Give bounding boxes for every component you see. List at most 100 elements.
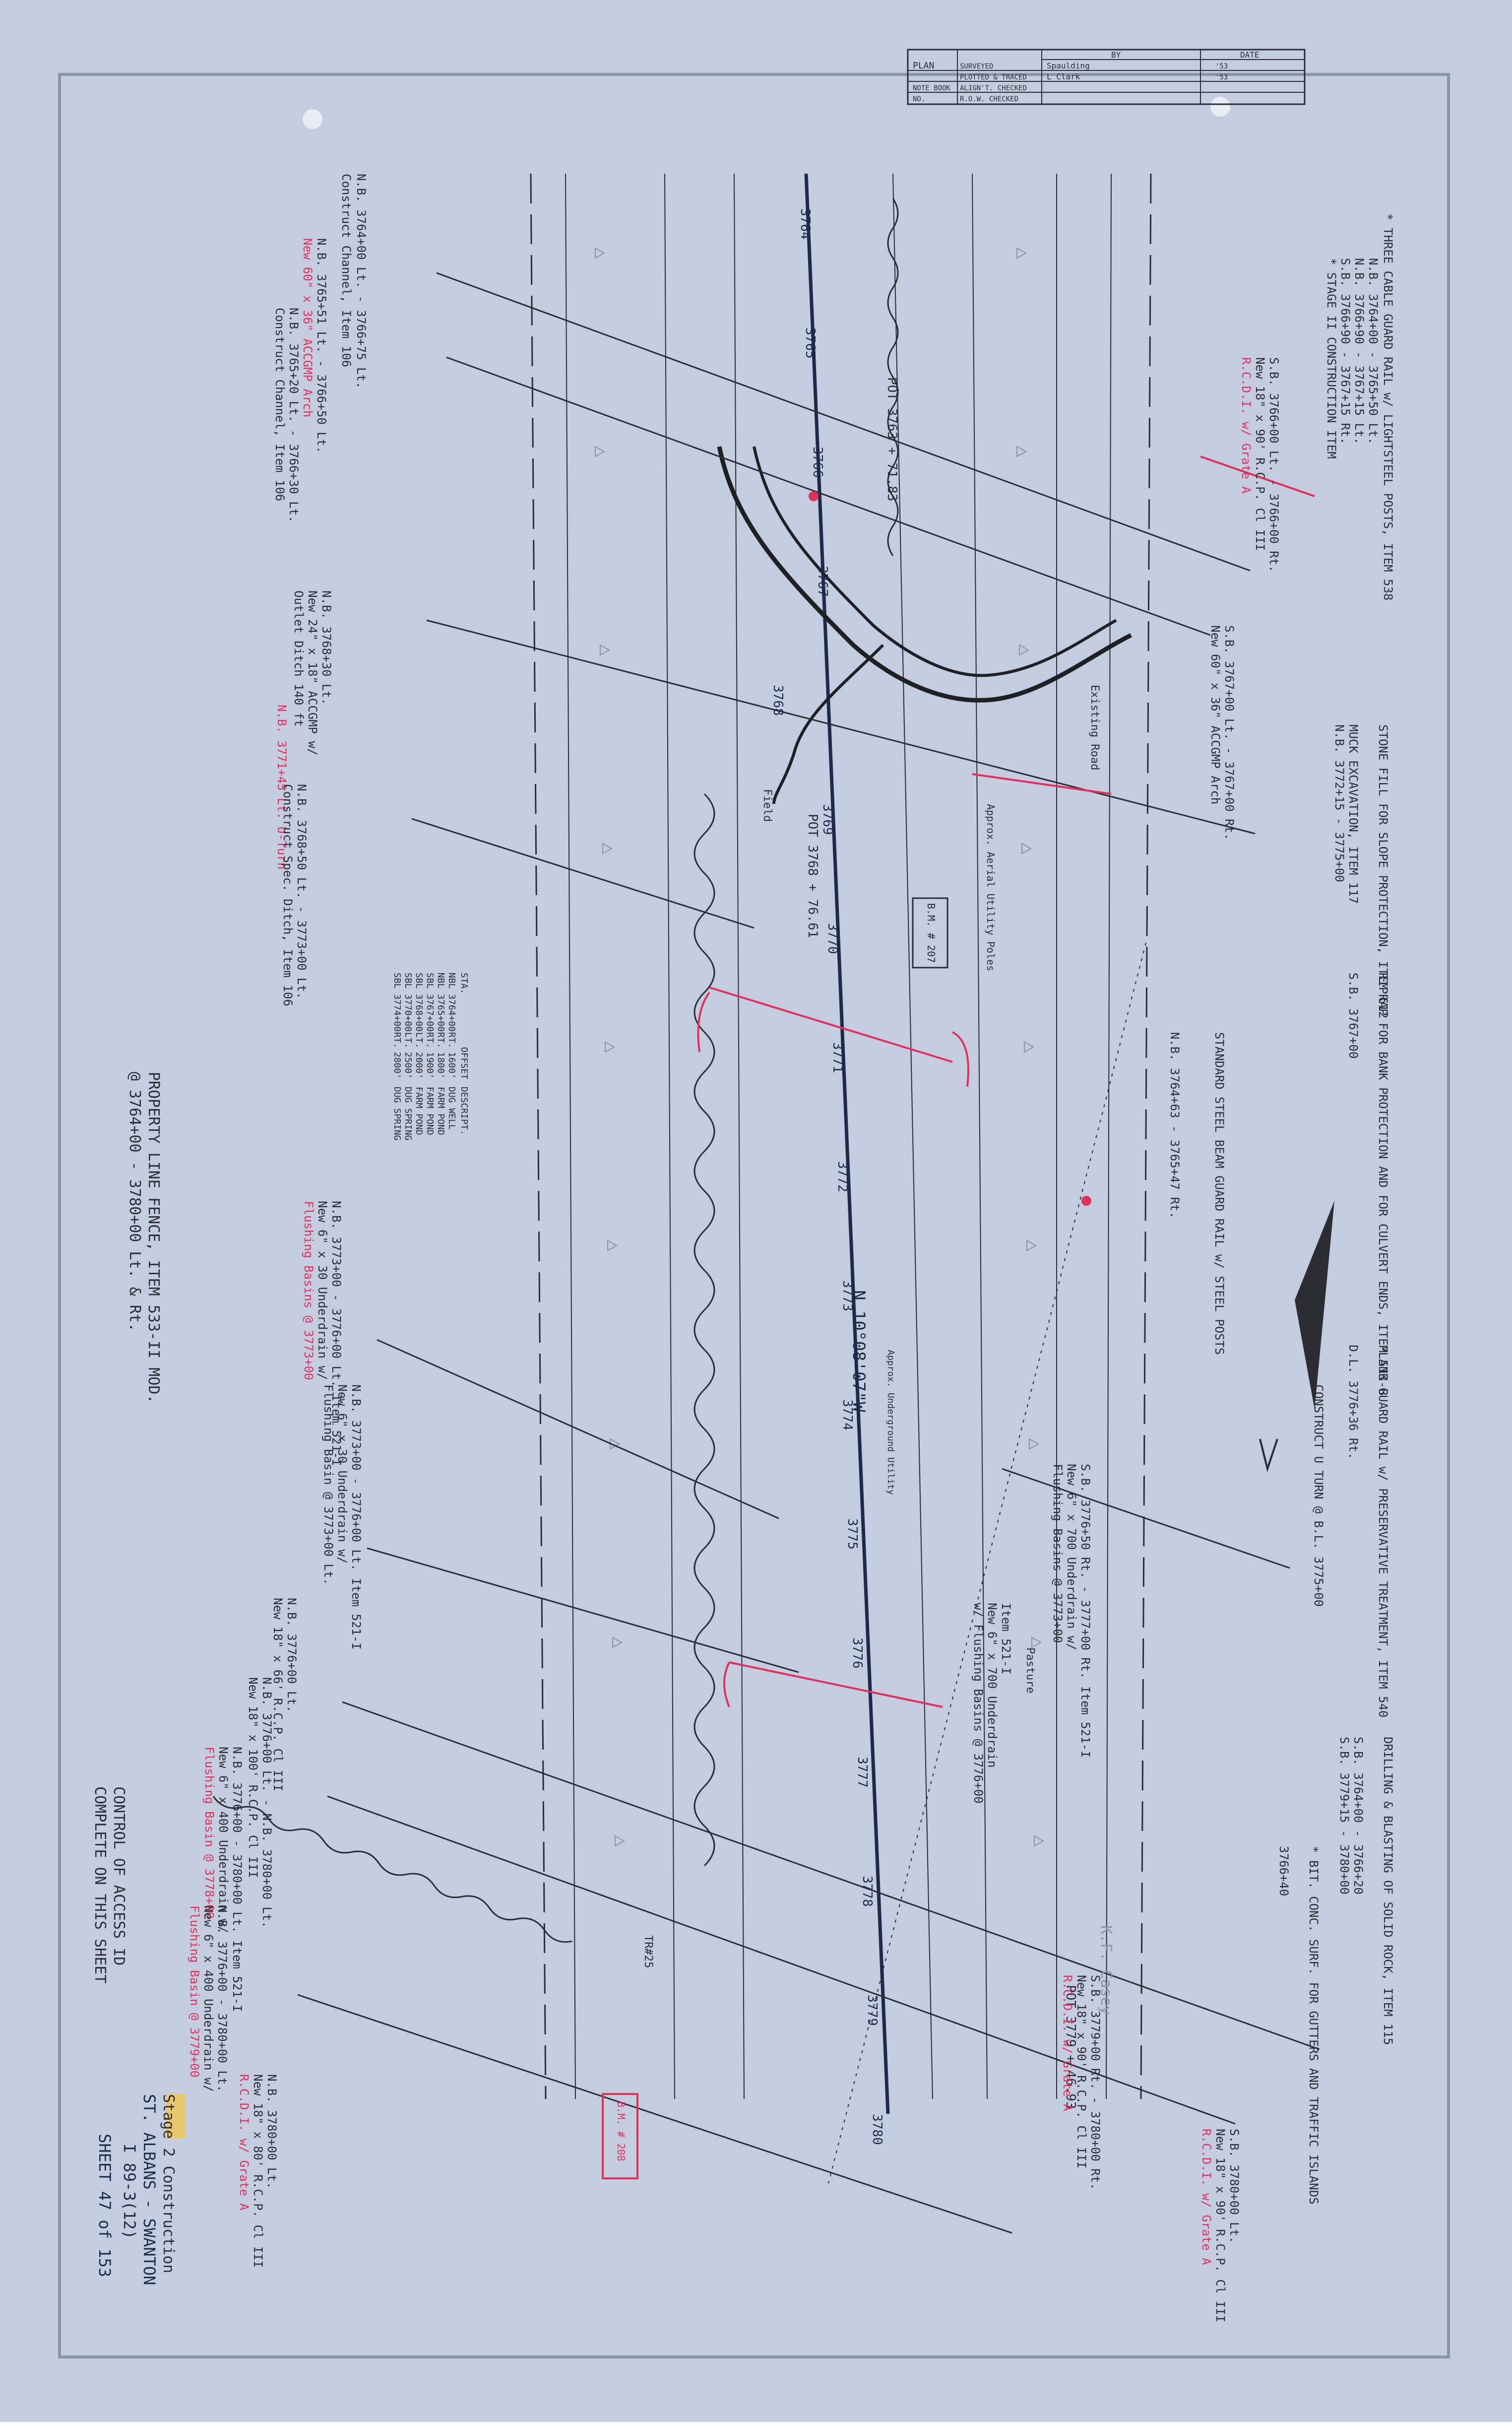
well-table-cell: 2000' <box>414 1052 424 1079</box>
well-table-cell: RT. <box>425 1032 435 1048</box>
note-line: New 6" x 700 Underdrain w/ <box>1065 1464 1078 1650</box>
control-note: CONTROL OF ACCESS ID <box>110 1786 127 1965</box>
existing-road <box>772 644 884 804</box>
bench-mark-label: B.M. # 207 <box>925 903 937 963</box>
well-table-cell: 2800' <box>392 1052 402 1079</box>
note-line: N.B. 3764+63 - 3765+47 Rt. <box>1168 1032 1182 1219</box>
note-line: CONSTRUCT U TURN @ B.L. 3775+00 <box>1312 1384 1325 1607</box>
area-label: Pasture <box>1024 1647 1036 1694</box>
owner-label: K.F. Casey <box>1097 1925 1115 2015</box>
station-label: 3769 <box>820 804 835 835</box>
note-line: New 60" x 36" ACCGMP Arch <box>1208 625 1222 804</box>
pot-label: POT 3768 + 76.61 <box>805 814 820 938</box>
well-table-header: DESCRIPT. <box>459 1087 469 1135</box>
title-block-cell: PLOTTED & TRACED <box>960 73 1027 81</box>
note-line: MUCK EXCAVATION, ITEM 117 <box>1346 724 1360 904</box>
note-line: N.B. 3776+00 Lt. - N.B. 3780+00 Lt. <box>260 1677 274 1928</box>
plan-body: 3764 3765 3766 3767 3768 3769 3770 3771 … <box>91 173 1395 2322</box>
note-line: R.C.D.I. w/ Grate A <box>1239 357 1253 494</box>
existing-road <box>753 446 1117 677</box>
note-line: D.L. 3776+36 Rt. <box>1346 1345 1360 1459</box>
title-block-cell: L Clark <box>1047 72 1080 81</box>
well-table-cell: 1900' <box>425 1052 435 1079</box>
tree-line-lower <box>212 1796 572 1943</box>
station-label: 3768 <box>770 685 785 716</box>
note-line: R.C.D.I. w/ Grate A <box>237 2074 251 2211</box>
title-block-cell: PLAN <box>913 61 934 71</box>
note-line: PLANK GUARD RAIL w/ PRESERVATIVE TREATME… <box>1376 1345 1390 1717</box>
survey-point <box>1081 1196 1091 1206</box>
area-label: TR#25 <box>642 1935 654 1968</box>
pot-label: POT 3763 + 71.83 <box>884 377 899 501</box>
property-note: @ 3764+00 - 3780+00 Lt. & Rt. <box>126 1072 143 1332</box>
well-table-cell: LT. <box>403 1032 413 1048</box>
note-line: S.B. 3764+00 - 3766+20 <box>1351 1737 1365 1895</box>
note-line: New 18" x 100' R.C.P. Cl III <box>246 1677 260 1878</box>
sheet-number: SHEET 47 of 153 <box>95 2134 114 2277</box>
station-label: 3770 <box>825 923 840 954</box>
note-line: S.B. 3780+00 Lt. <box>1227 2129 1241 2243</box>
note-line: N.B. 3764+00 - 3765+50 Lt. <box>1366 258 1380 445</box>
well-table-cell: NBL 3764+00 <box>446 973 457 1032</box>
station-label: 3778 <box>860 1876 875 1907</box>
well-table-cell: LT. <box>414 1032 424 1048</box>
note-line: N.B. 3776+00 Lt. <box>285 1598 299 1712</box>
well-table-cell: FARM POND <box>436 1087 446 1135</box>
note-line: N.B. 3772+15 - 3775+00 <box>1332 724 1346 882</box>
well-table-header: STA. <box>459 973 469 994</box>
edge-line <box>972 173 988 2099</box>
note-line: * BIT. CONC. SURF. FOR GUTTERS AND TRAFF… <box>1307 1846 1321 2204</box>
north-arrow-icon <box>1259 1201 1334 1473</box>
well-table-cell: NBL 3765+00 <box>436 973 446 1032</box>
note-line: S.B. 3779+00 Rt. - 3780+00 Rt. <box>1088 1975 1102 2190</box>
note-line: * STAGE II CONSTRUCTION ITEM <box>1324 258 1338 459</box>
edge-line <box>565 173 576 2099</box>
note-line: N.B. 3776+00 - 3780+00 Lt. <box>215 1905 229 2092</box>
title-block-cell: R.O.W. CHECKED <box>960 95 1018 103</box>
note-line: S.B. 3767+00 <box>1346 973 1360 1058</box>
note-line: New 6" x 30 Underdrain w/ <box>335 1384 349 1564</box>
bearing-label: N 10°08'07"W <box>849 1290 869 1412</box>
note-line: New 18" x 66' R.C.P. Cl III <box>271 1598 285 1791</box>
note-line: N.B. 3771+45 Lt. U-Turn <box>275 705 289 869</box>
station-label: 3764 <box>798 208 813 240</box>
note-line: 3766+40 <box>1277 1846 1291 1896</box>
control-note: COMPLETE ON THIS SHEET <box>91 1786 109 1983</box>
note-line: RIPRAP FOR BANK PROTECTION AND FOR CULVE… <box>1376 973 1390 1396</box>
note-line: S.B. 3766+00 Lt. - 3766+00 Rt. <box>1267 357 1281 572</box>
note-line: N.B. 3773+00 - 3776+00 Lt. Item 521-I <box>329 1201 343 1466</box>
note-line: w/ Flushing Basins @ 3776+00 <box>971 1603 985 1804</box>
station-label: 3773 <box>840 1280 855 1311</box>
note-line: New 6" x 400 Underdrain w/ <box>216 1747 230 1933</box>
well-table-cell: RT. <box>436 1032 446 1048</box>
well-table-cell: RT. <box>392 1032 402 1048</box>
note-line: New 60" x 36" ACCGMP Arch <box>301 238 315 417</box>
well-table-cell: 2500' <box>403 1052 413 1079</box>
area-label: Field <box>761 789 773 822</box>
well-table-cell: SBL 3768+00 <box>414 973 424 1032</box>
right-notes: * THREE CABLE GUARD RAIL w/ LIGHTSTEEL P… <box>971 213 1395 2322</box>
station-label: 3779 <box>865 1995 880 2026</box>
note-line: * THREE CABLE GUARD RAIL w/ LIGHTSTEEL P… <box>1381 213 1395 600</box>
note-line: Outlet Ditch 140 ft <box>292 590 306 727</box>
well-table-cell: FARM POND <box>425 1087 435 1135</box>
tree-line <box>887 198 899 556</box>
station-label: 3775 <box>845 1518 860 1550</box>
note-line: N.B. 3768+30 Lt. <box>319 590 333 705</box>
note-line: New 24" x 18" ACCGMP w/ <box>306 590 319 755</box>
bench-mark-box <box>602 2093 638 2179</box>
note-line: S.B. 3767+00 Lt. - 3767+00 Rt. <box>1222 625 1236 840</box>
note-line: STONE FILL FOR SLOPE PROTECTION, ITEM 61… <box>1376 724 1390 1018</box>
note-line: Flushing Basins @ 3773+00 <box>302 1201 315 1380</box>
title-block-header: BY <box>1111 50 1121 60</box>
station-label: 3767 <box>815 566 830 597</box>
note-line: N.B. 3765+51 Lt. - 3766+50 Lt. <box>315 238 328 453</box>
note-line: Flushing Basins @ 3773+00 <box>1051 1464 1065 1643</box>
utility-label: Approx. Underground Utility <box>885 1350 896 1495</box>
title-block-header: DATE <box>1240 50 1260 60</box>
pot-label: POT 3779 + 46.93 <box>1063 1985 1078 2109</box>
title-block-cell: NOTE BOOK <box>913 84 950 92</box>
note-line: N.B. 3768+50 Lt. - 3773+00 Lt. <box>295 784 309 999</box>
note-line: R.C.D.I. w/ Grate A <box>1199 2129 1213 2265</box>
row-line <box>530 173 547 2099</box>
